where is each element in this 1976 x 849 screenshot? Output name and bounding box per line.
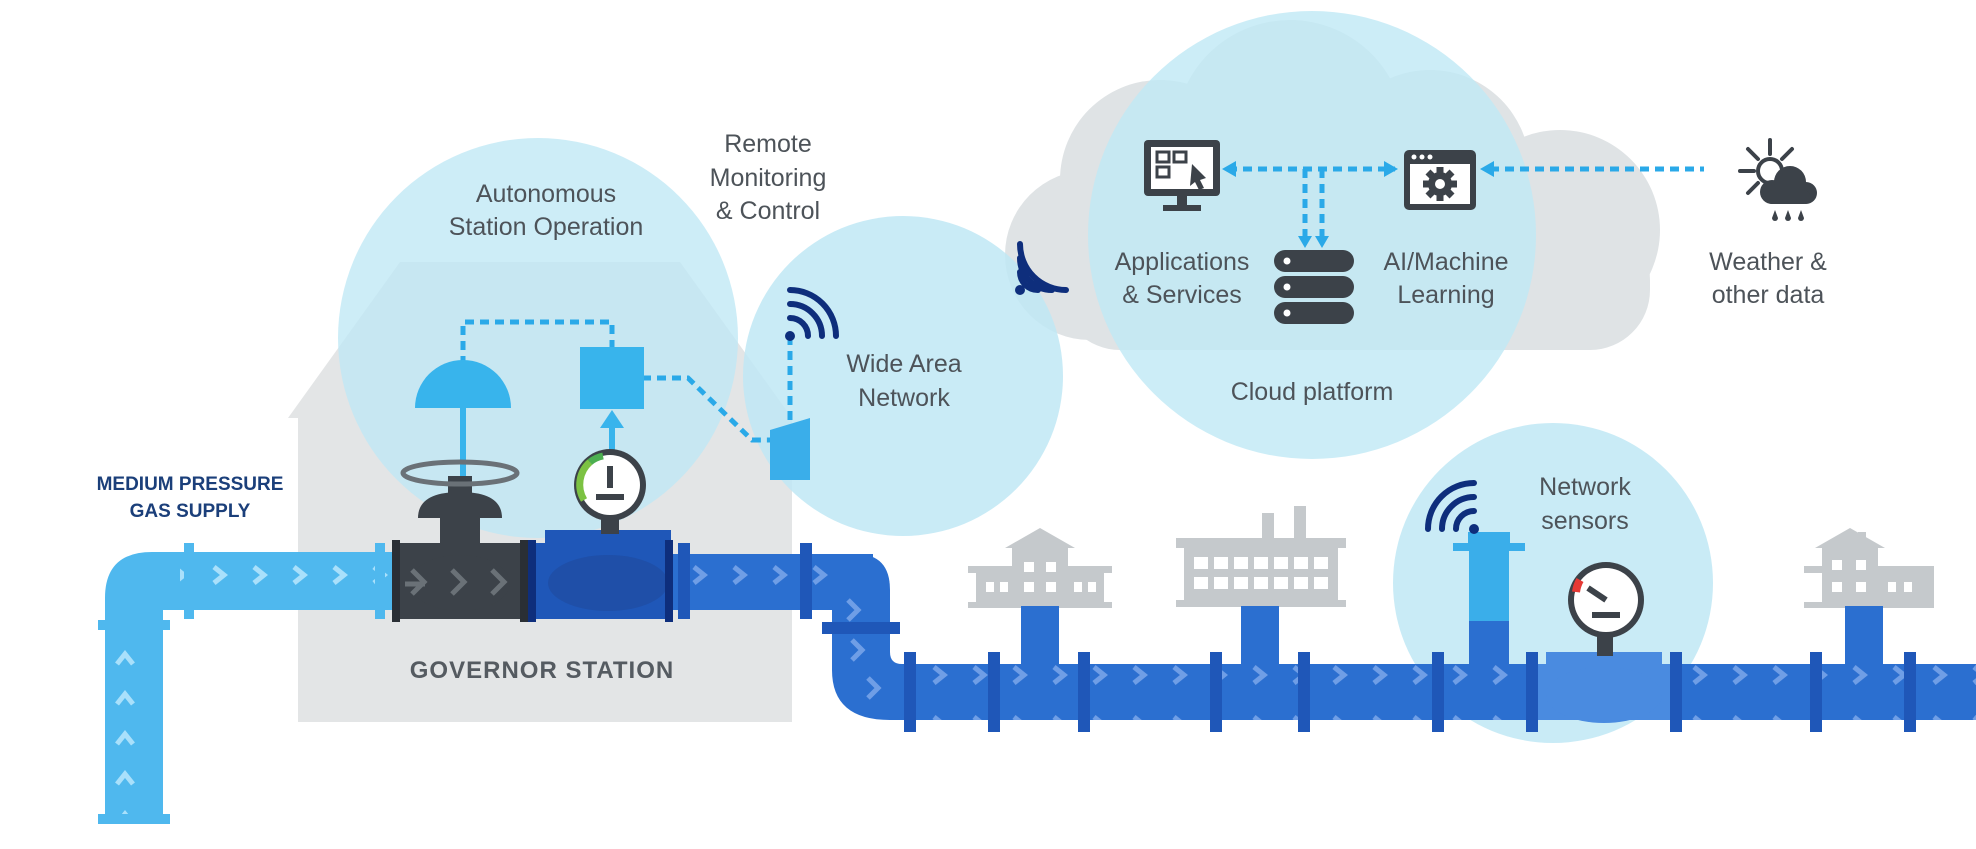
sensors-label: Network sensors	[1539, 473, 1631, 535]
supply-label: MEDIUM PRESSURE GAS SUPPLY	[97, 474, 284, 522]
rtu-box	[770, 418, 810, 480]
wan-label-line2: Network	[858, 384, 950, 412]
sensors-label-line2: sensors	[1541, 507, 1629, 535]
sensor-pipe-section	[1538, 652, 1670, 723]
arrowheads	[1222, 161, 1494, 248]
wifi-icon	[785, 287, 839, 341]
supply-label-line2: GAS SUPPLY	[130, 501, 251, 522]
ai-label: AI/Machine Learning	[1383, 248, 1508, 309]
remote-label-line3: & Control	[716, 197, 820, 225]
wan-bubble	[743, 216, 1063, 536]
network-sensor	[1453, 532, 1525, 665]
gear-icon	[1404, 150, 1476, 210]
weather-icon	[1738, 138, 1817, 221]
house-icon	[1804, 528, 1934, 608]
wifi-icon	[1015, 241, 1069, 295]
autonomous-label-line1: Autonomous	[476, 180, 616, 208]
monitor-icon	[1144, 140, 1220, 211]
supply-label-line1: MEDIUM PRESSURE	[97, 474, 284, 495]
wifi-icon	[1425, 480, 1479, 534]
sensors-label-line1: Network	[1539, 473, 1631, 501]
remote-label-line2: Monitoring	[710, 164, 827, 192]
actuator-dome	[415, 360, 511, 488]
house-icon	[968, 528, 1112, 608]
cloud-label: Cloud platform	[1231, 378, 1394, 406]
database-icon	[1274, 250, 1354, 324]
wan-label: Wide Area Network	[846, 350, 961, 412]
apps-label-line2: & Services	[1122, 281, 1241, 309]
service-pipes	[1021, 606, 1883, 664]
autonomous-label: Autonomous Station Operation	[449, 180, 644, 241]
autonomous-bubble	[338, 138, 738, 538]
pressure-gauge-icon	[574, 449, 646, 534]
supply-pipe	[98, 543, 395, 824]
controller-box	[580, 347, 644, 409]
autonomous-label-line2: Station Operation	[449, 213, 644, 241]
ai-label-line1: AI/Machine	[1383, 248, 1508, 276]
weather-label: Weather & other data	[1709, 248, 1827, 309]
factory-icon	[1176, 506, 1346, 607]
remote-label-line1: Remote	[724, 130, 812, 158]
station-pipe	[528, 530, 918, 720]
wan-label-line1: Wide Area	[846, 350, 961, 378]
apps-label: Applications & Services	[1115, 248, 1250, 309]
controller-arrow	[600, 410, 624, 459]
pressure-gauge-icon	[1568, 562, 1644, 656]
control-dashed-lines	[460, 166, 1704, 443]
weather-label-line1: Weather &	[1709, 248, 1827, 276]
distribution-main	[904, 652, 1976, 732]
remote-label: Remote Monitoring & Control	[710, 130, 827, 225]
ai-label-line2: Learning	[1397, 281, 1494, 309]
station-label: GOVERNOR STATION	[410, 657, 674, 684]
cloud-bubble	[1088, 11, 1536, 459]
weather-label-line2: other data	[1712, 281, 1825, 309]
valve-icon	[392, 459, 528, 622]
apps-label-line1: Applications	[1115, 248, 1250, 276]
